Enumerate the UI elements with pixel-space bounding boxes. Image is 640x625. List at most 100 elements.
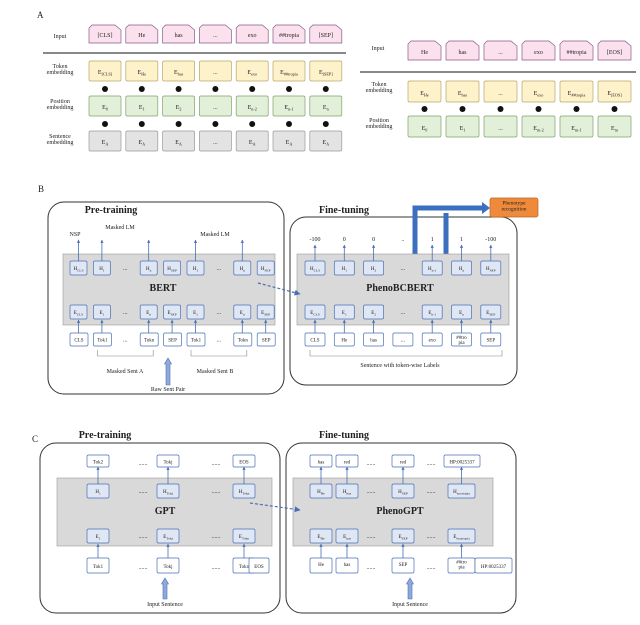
input-sentence-label: Input Sentence bbox=[392, 602, 428, 608]
token-embedding-box bbox=[162, 60, 195, 82]
position-embedding-label: ... bbox=[498, 126, 503, 132]
position-embedding-label: E1 bbox=[460, 126, 466, 133]
hidden-state-label: Hexotropia bbox=[453, 490, 470, 495]
token-embedding-label: E[CLS] bbox=[98, 70, 113, 77]
ellipsis: ...... bbox=[212, 565, 222, 571]
hidden-state-label: HCLS bbox=[310, 267, 320, 272]
ellipsis: ... bbox=[123, 310, 128, 316]
token-embedding-box bbox=[309, 60, 343, 82]
token-box bbox=[233, 332, 253, 347]
ellipsis: ...... bbox=[367, 534, 377, 540]
ellipsis: ... bbox=[123, 338, 128, 344]
sentence-bracket bbox=[309, 350, 503, 357]
sentence-embedding-box bbox=[199, 130, 232, 152]
finetune-title: Fine-tuning bbox=[319, 430, 369, 441]
token-label: He bbox=[341, 339, 348, 344]
input-token-box bbox=[407, 40, 442, 61]
plus-dot bbox=[286, 86, 292, 92]
arrowhead bbox=[482, 202, 490, 214]
token-box bbox=[163, 332, 182, 347]
token-label: SEP bbox=[399, 563, 408, 568]
output-token-box bbox=[443, 454, 481, 468]
input-token-label: has bbox=[459, 50, 468, 56]
position-embedding-box bbox=[162, 95, 195, 117]
hidden-state-label: HTokn bbox=[239, 490, 250, 495]
embedding-box bbox=[391, 528, 415, 544]
panel-b-letter: B bbox=[38, 184, 44, 194]
token-label: has bbox=[370, 339, 377, 344]
embedding-label: ESEP bbox=[261, 311, 270, 316]
token-label: has bbox=[344, 563, 351, 568]
gpt-pretrain-frame bbox=[39, 442, 281, 614]
position-embedding-box bbox=[521, 115, 556, 138]
input-token-box bbox=[125, 24, 159, 44]
token-label: SEP bbox=[486, 339, 495, 344]
input-token-box bbox=[235, 24, 269, 44]
token-label: CLS bbox=[310, 339, 319, 344]
embedding-label: Ehas bbox=[343, 535, 351, 540]
token-embedding-box bbox=[483, 80, 518, 103]
embedding-label: ESEP bbox=[398, 535, 407, 540]
ellipsis: ...... bbox=[139, 565, 149, 571]
token-embedding-box bbox=[125, 60, 159, 82]
embedding-box bbox=[333, 304, 355, 320]
input-token-label: exo bbox=[248, 33, 257, 39]
embedding-label: E1 bbox=[99, 311, 104, 316]
input-token-box bbox=[272, 24, 306, 44]
position-embedding-box bbox=[559, 115, 594, 138]
token-embedding-label: EHe bbox=[420, 91, 429, 98]
plus-dot bbox=[175, 86, 182, 92]
embedding-box bbox=[163, 304, 181, 320]
position-embedding-label: E2 bbox=[176, 105, 182, 112]
transfer-arrow bbox=[257, 282, 301, 296]
hidden-state-label: Hn bbox=[240, 267, 246, 272]
position-embedding-box bbox=[272, 95, 306, 117]
plus-dot bbox=[535, 106, 542, 112]
plus-dot bbox=[249, 121, 256, 127]
ellipsis: ...... bbox=[139, 534, 149, 540]
input-token-box bbox=[445, 40, 480, 61]
token-embedding-label: E##tropia bbox=[280, 70, 298, 77]
output-token-label: has bbox=[318, 461, 325, 466]
position-embedding-label: E0 bbox=[422, 126, 428, 133]
phenogpt-label: PhenoGPT bbox=[376, 506, 424, 517]
token-embedding-label: EHe bbox=[138, 70, 147, 77]
token-label: Tokn bbox=[144, 339, 155, 344]
embedding-box bbox=[304, 304, 326, 320]
hidden-state-label: H1 bbox=[99, 267, 105, 272]
token-label: exo bbox=[429, 339, 437, 344]
sentence-embedding-label: ... bbox=[213, 140, 218, 146]
position-embedding-label: En bbox=[323, 105, 330, 112]
position-embedding-box bbox=[125, 95, 159, 117]
token-label: Tok1 bbox=[191, 339, 202, 344]
phenotype-flow-arrow bbox=[412, 205, 484, 258]
input-token-box bbox=[483, 40, 518, 61]
input-token-label: ... bbox=[498, 50, 503, 56]
token-embedding-label: Eexo bbox=[534, 91, 544, 98]
input-token-label: exo bbox=[534, 50, 543, 56]
ellipsis: ...... bbox=[212, 461, 222, 467]
embedding-box bbox=[421, 304, 443, 320]
embedding-box bbox=[69, 304, 88, 320]
embedding-box bbox=[447, 528, 476, 544]
position-embedding-box bbox=[483, 115, 518, 138]
gpt-finetune-frame bbox=[285, 442, 517, 614]
row-label-input: Input bbox=[372, 46, 385, 52]
position-embedding-box bbox=[445, 115, 480, 138]
position-embedding-box bbox=[597, 115, 632, 138]
position-embedding-box bbox=[199, 95, 232, 117]
row-label-input: Input bbox=[54, 34, 67, 40]
embedding-label: E1 bbox=[193, 311, 198, 316]
token-embedding-box bbox=[559, 80, 594, 103]
ellipsis: ...... bbox=[367, 461, 377, 467]
transfer-arrow bbox=[249, 502, 301, 513]
sentence-embedding-label: EA bbox=[249, 140, 256, 147]
token-embedding-label: Ehas bbox=[458, 91, 468, 98]
phenobcbert-label: PhenoBCBERT bbox=[366, 283, 434, 294]
token-embedding-box bbox=[88, 60, 122, 82]
input-token-label: ##tropia bbox=[567, 50, 587, 56]
token-label-value: -100 bbox=[485, 237, 496, 243]
